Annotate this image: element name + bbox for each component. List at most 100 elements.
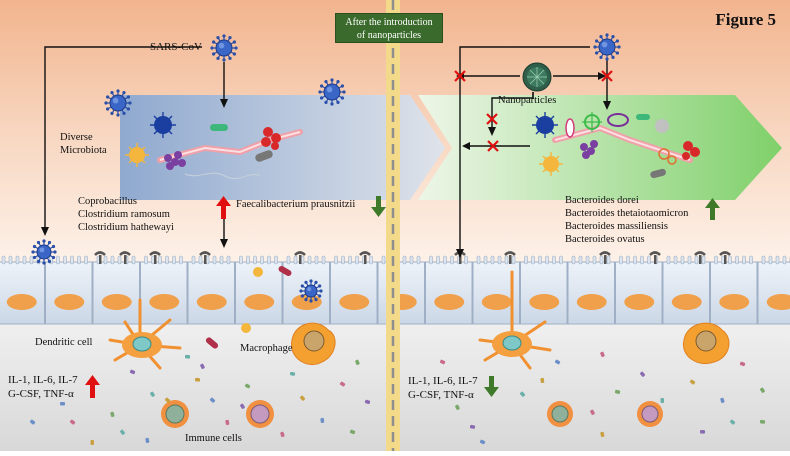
cytokine-particle: [60, 402, 65, 406]
right-nanoparticle-arrows: [459, 46, 608, 250]
cytokine-particle: [339, 381, 346, 387]
bacterium-red-cluster-icon: [261, 127, 281, 150]
cytokine-particle: [69, 419, 76, 425]
right-gut-arrow: [418, 95, 782, 200]
cytokine-particle: [600, 431, 605, 438]
microbiota-label-line1: Diverse: [60, 132, 93, 143]
cytokine-particle: [289, 371, 296, 376]
left-gut-arrow: [120, 95, 445, 200]
cytokine-particle: [614, 389, 621, 394]
cytokine-particle: [689, 379, 696, 385]
cytokine-particle: [320, 417, 325, 424]
increased-bacteria-left-3: Clostridium hathewayi: [78, 222, 174, 233]
left-up-arrow-bacteria: [216, 196, 231, 219]
cytokine-particle: [200, 363, 205, 370]
receptor-icon: [359, 251, 371, 264]
sars-cov-label: SARS-CoV: [150, 41, 202, 53]
decreased-bacteria-left: Faecalibacterium prausnitzii: [236, 199, 356, 210]
cytokine-particle: [699, 429, 706, 434]
cytokines-right-line2: G-CSF, TNF-α: [408, 389, 474, 401]
figure-label: Figure 5: [715, 10, 776, 29]
sars-cov-virus-icon: [210, 34, 238, 62]
epithelial-cell: [235, 255, 283, 325]
increased-bacteria-right-2: Bacteroides thetaiotaomicron: [565, 208, 689, 219]
dendritic-cell-right-icon: [478, 270, 552, 370]
right-gut-microbes: [532, 112, 700, 179]
epithelial-cell: [330, 255, 378, 325]
cytokine-particle: [299, 395, 306, 401]
banner-line-1: After the introduction: [345, 17, 433, 28]
increased-bacteria-right-1: Bacteroides dorei: [565, 195, 639, 206]
receptor-icon: [719, 251, 731, 264]
epithelial-cell: [757, 255, 790, 325]
epithelial-cell: [92, 255, 140, 325]
block-x-marks: [454, 70, 613, 152]
epithelial-cell: [662, 255, 710, 325]
cytokine-particle: [145, 437, 150, 444]
cytokine-particle: [455, 404, 460, 411]
cytokine-particle: [119, 429, 126, 435]
cytokine-particle: [90, 439, 95, 446]
cytokine-particle: [479, 439, 486, 445]
sars-cov-virus-icon: [31, 239, 57, 265]
left-arrowheads: [41, 99, 228, 248]
epithelial-cell: [520, 255, 568, 325]
cytokine-particle: [129, 369, 136, 375]
increased-bacteria-right-4: Bacteroides ovatus: [565, 234, 645, 245]
nanoparticle-banner: After the introduction of nanoparticles: [335, 13, 443, 43]
cytokine-particle: [439, 359, 446, 365]
cytokine-particle: [554, 359, 561, 365]
receptor-icon: [599, 251, 611, 264]
epithelial-cell: [187, 255, 235, 325]
cytokine-particle: [760, 387, 765, 393]
bacterium-green-icon: [210, 124, 228, 131]
tissue-bacteria-icons: [205, 266, 292, 349]
increased-bacteria-left-2: Clostridium ramosum: [78, 209, 170, 220]
cytokine-particle: [150, 391, 155, 397]
nanoparticle-icon: [522, 62, 552, 92]
cytokine-particle: [739, 361, 746, 367]
cytokines-left-line2: G-CSF, TNF-α: [8, 388, 74, 400]
immune-cells-label: Immune cells: [185, 433, 242, 444]
sars-cov-virus-icon: [593, 33, 621, 61]
bacterium-grey-icon: [255, 150, 273, 162]
cytokine-particle: [194, 377, 201, 382]
epithelial-cell: [45, 255, 93, 325]
cytokine-particle: [660, 397, 665, 404]
left-gut-microbes: [125, 112, 303, 180]
cytokine-particle: [164, 397, 171, 403]
cytokine-particle: [110, 411, 115, 418]
cytokine-particle: [600, 351, 605, 358]
cytokine-particle: [759, 419, 766, 424]
right-up-arrow-bacteria: [705, 198, 720, 220]
cytokine-particle: [469, 424, 476, 429]
macrophage-right-icon: [682, 322, 730, 364]
cytokine-particle: [240, 403, 245, 409]
cytokine-particle: [364, 399, 371, 405]
cytokine-particle: [29, 419, 36, 425]
cytokine-particle: [244, 383, 251, 389]
sars-cov-virus-icon: [104, 89, 132, 117]
epithelial-cell: [710, 255, 758, 325]
receptor-icon: [149, 251, 161, 264]
epithelial-cell: [140, 255, 188, 325]
nanoparticles-label: Nanoparticles: [498, 95, 557, 106]
cytokine-particle: [639, 371, 646, 377]
epithelial-cell: [425, 255, 473, 325]
banner-line-2: of nanoparticles: [356, 30, 422, 41]
right-down-arrow-cytokines: [484, 376, 499, 397]
immune-cells-left-icon: [161, 400, 274, 428]
sars-cov-virus-icon: [318, 78, 346, 106]
receptor-icon: [294, 251, 306, 264]
cytokine-particle: [720, 397, 725, 404]
epithelial-cell: [615, 255, 663, 325]
immune-cells-right-icon: [547, 401, 663, 427]
cytokine-particle: [209, 397, 216, 403]
dendritic-cell-left-icon: [108, 298, 182, 370]
epithelial-cell: [567, 255, 615, 325]
increased-bacteria-right-3: Bacteroides massiliensis: [565, 221, 668, 232]
epithelial-cell: [0, 255, 45, 325]
receptor-icon: [199, 251, 211, 264]
cytokine-particle: [280, 431, 285, 438]
